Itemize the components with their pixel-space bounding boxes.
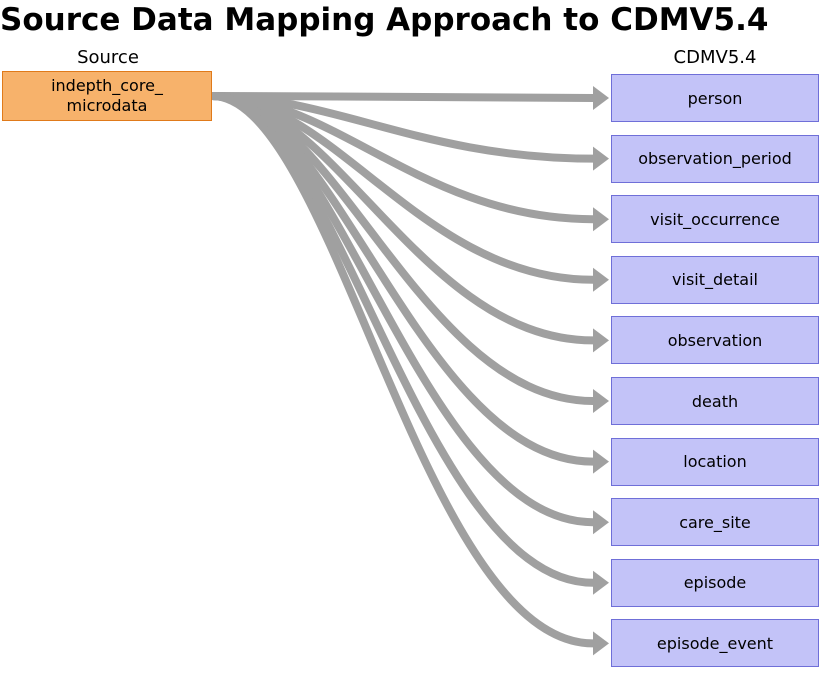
target-table-location: location — [611, 437, 819, 486]
target-table-label: observation_period — [638, 149, 792, 169]
target-table-death: death — [611, 377, 819, 425]
arrowhead-visit-detail — [593, 267, 609, 292]
target-table-care-site: care_site — [611, 498, 819, 547]
arrowhead-observation — [593, 328, 609, 353]
arrowhead-person — [593, 86, 609, 110]
target-table-episode: episode — [611, 558, 819, 607]
target-table-label: episode_event — [656, 633, 774, 653]
arrowhead-episode-event — [593, 631, 609, 656]
diagram-title: Source Data Mapping Approach to CDMV5.4 — [0, 2, 769, 38]
arrowhead-care-site — [593, 510, 609, 535]
arrowhead-observation-period — [593, 146, 609, 171]
source-table-label: indepth_core_ microdata — [51, 76, 163, 115]
arrowhead-death — [593, 389, 609, 413]
target-table-label: visit_detail — [672, 270, 758, 290]
target-table-visit-occurrence: visit_occurrence — [611, 195, 819, 244]
target-table-label: care_site — [679, 512, 751, 532]
arrowhead-episode — [593, 570, 609, 595]
target-table-observation: observation — [611, 316, 819, 365]
target-table-person: person — [611, 74, 819, 122]
target-table-label: location — [683, 452, 747, 472]
target-table-label: episode — [683, 573, 747, 593]
source-column-label: Source — [77, 47, 139, 68]
arrowhead-location — [593, 449, 609, 474]
arrowhead-visit-occurrence — [593, 207, 609, 232]
target-column-label: CDMV5.4 — [673, 47, 757, 68]
target-table-label: visit_occurrence — [650, 209, 780, 229]
arrow-to-episode-event — [211, 92, 594, 648]
target-table-episode-event: episode_event — [611, 619, 819, 668]
target-table-visit-detail: visit_detail — [611, 255, 819, 304]
target-table-observation-period: observation_period — [611, 134, 819, 183]
target-table-label: observation — [667, 330, 763, 350]
arrow-to-death — [211, 92, 594, 405]
target-table-label: death — [691, 391, 739, 411]
target-table-label: person — [687, 88, 743, 108]
source-table-box: indepth_core_ microdata — [2, 71, 212, 121]
